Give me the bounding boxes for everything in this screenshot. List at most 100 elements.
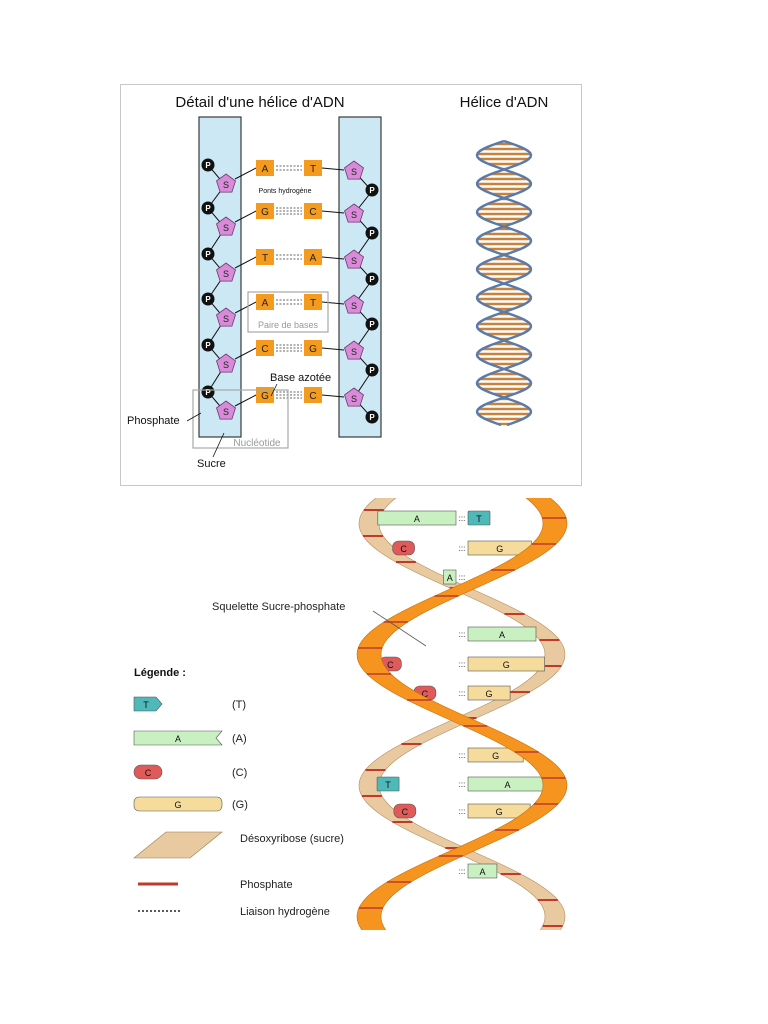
base-letter: A <box>499 630 505 640</box>
base-right-letter: C <box>309 207 316 218</box>
legend-a-symbol <box>133 730 223 746</box>
base-right-letter: G <box>309 344 317 355</box>
base-right <box>304 160 322 176</box>
base-left <box>256 203 274 219</box>
base-left-letter: A <box>262 298 269 309</box>
phosphate-letter: P <box>369 320 375 329</box>
phosphate-letter: P <box>205 388 211 397</box>
base-letter: G <box>496 544 503 554</box>
legend: T(T)A(A)C(C)G(G)Désoxyribose (sucre)Phos… <box>133 696 344 918</box>
sugar-base-link <box>234 394 257 407</box>
sugar-letter: S <box>351 256 357 266</box>
base-letter: G <box>496 807 503 817</box>
sugar-icon <box>344 203 364 223</box>
legend-sugar-symbol <box>133 831 223 859</box>
base-left <box>256 160 274 176</box>
nucleotide-label: Nucléotide <box>233 438 281 449</box>
base-right-letter: T <box>310 164 316 175</box>
sugar-base-link <box>234 301 257 314</box>
sugar-letter: S <box>223 223 229 233</box>
phosphate-letter: P <box>205 161 211 170</box>
phosphate-label: Phosphate <box>127 415 180 427</box>
phosphate-icon <box>201 158 215 172</box>
phosphate-icon <box>365 317 379 331</box>
base-letter: T <box>385 780 391 790</box>
base-sugar-link <box>321 394 345 398</box>
base-letter: A <box>447 573 453 583</box>
base-a <box>443 569 457 585</box>
base-c <box>393 803 417 819</box>
sugar-letter: S <box>351 210 357 220</box>
sugar-icon <box>216 353 236 373</box>
sugar-letter: S <box>223 407 229 417</box>
legend-t-symbol <box>133 696 163 712</box>
base-right <box>304 249 322 265</box>
base-letter: C <box>400 544 407 554</box>
phosphate-letter: P <box>369 413 375 422</box>
sugar-icon <box>216 216 236 236</box>
base-sugar-link <box>321 256 345 260</box>
sugar-letter: S <box>223 269 229 279</box>
backbone-strand-front <box>356 487 568 939</box>
sugar-letter: S <box>351 347 357 357</box>
sugar-icon <box>216 307 236 327</box>
legend-text: (C) <box>232 767 247 779</box>
nitrogen-base-pointer <box>270 383 278 397</box>
phosphate-icon <box>365 226 379 240</box>
base-a <box>467 863 498 879</box>
legend-symbol-letter: T <box>143 700 149 710</box>
base-letter: A <box>479 867 485 877</box>
title-detail: Détail d'une hélice d'ADN <box>175 94 344 111</box>
hydrogen-bond-dots: ::: <box>459 751 466 760</box>
base-c <box>392 540 415 556</box>
hydrogen-bond-dots: ::: <box>459 780 466 789</box>
base-letter: G <box>492 751 499 761</box>
legend-text: Phosphate <box>240 879 293 891</box>
sugar-label: Sucre <box>197 458 226 470</box>
sugar-base-link <box>234 256 257 269</box>
base-right-letter: C <box>309 391 316 402</box>
base-left-letter: C <box>261 344 268 355</box>
nucleotide-box <box>192 389 289 449</box>
base-letter: C <box>387 660 394 670</box>
sugar-icon <box>344 340 364 360</box>
sugar-letter: S <box>223 360 229 370</box>
hydrogen-bond-dots: ::: <box>459 689 466 698</box>
base-g <box>467 656 545 672</box>
phosphate-pointer <box>186 412 202 422</box>
base-letter: C <box>402 807 409 817</box>
sugar-pointer <box>212 432 225 458</box>
hydrogen-bond-dots: ::: <box>459 514 466 523</box>
base-left <box>256 249 274 265</box>
backbone-strand-back <box>358 487 566 939</box>
phosphate-letter: P <box>205 204 211 213</box>
phosphate-letter: P <box>205 295 211 304</box>
sugar-letter: S <box>351 394 357 404</box>
phosphate-letter: P <box>205 341 211 350</box>
base-letter: A <box>504 780 510 790</box>
title-helix: Hélice d'ADN <box>460 94 549 111</box>
base-letter: T <box>476 514 482 524</box>
phosphate-icon <box>201 385 215 399</box>
dna-detail-figure: Détail d'une hélice d'ADN Hélice d'ADN P… <box>120 84 582 486</box>
base-left <box>256 340 274 356</box>
base-pair-box <box>247 291 329 333</box>
nitrogen-base-label: Base azotée <box>270 372 331 384</box>
phosphate-letter: P <box>369 229 375 238</box>
phosphate-letter: P <box>369 275 375 284</box>
phosphate-letter: P <box>369 186 375 195</box>
base-letter: G <box>486 689 493 699</box>
base-left-letter: T <box>262 253 268 264</box>
base-letter: A <box>414 514 420 524</box>
phosphate-icon <box>365 363 379 377</box>
sugar-icon <box>344 249 364 269</box>
phosphate-icon <box>365 410 379 424</box>
base-g <box>467 685 511 701</box>
sugar-letter: S <box>223 314 229 324</box>
hydrogen-bond-dots: ::: <box>459 544 466 553</box>
base-right-letter: T <box>310 298 316 309</box>
legend-c-symbol <box>133 764 163 780</box>
